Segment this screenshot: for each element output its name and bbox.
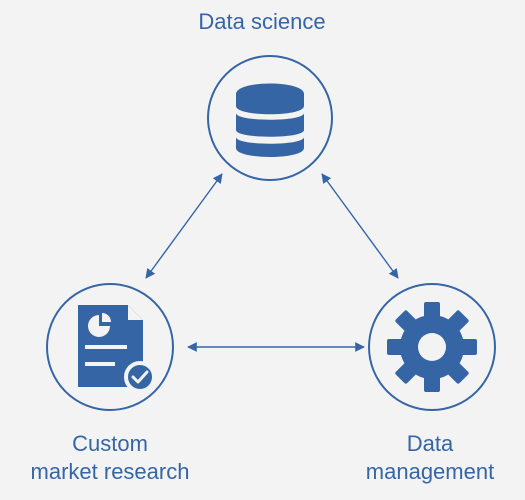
report-document-icon: [78, 305, 156, 393]
node-label-custom-market-research: Custom market research: [0, 430, 240, 486]
node-data-management: [368, 283, 496, 411]
connector-top-left-arrow: [145, 173, 223, 279]
database-icon: [236, 83, 304, 157]
node-data-science: [207, 55, 333, 181]
node-label-custom-line2: market research: [30, 459, 190, 484]
node-label-data-management: Data management: [300, 430, 525, 486]
node-label-data-line1: Data: [406, 431, 454, 456]
node-label-data-line2: management: [365, 459, 495, 484]
node-circle-left: [46, 283, 174, 411]
node-label-data-science-text: Data science: [198, 9, 326, 34]
node-label-custom-line1: Custom: [72, 431, 148, 456]
node-circle-right: [368, 283, 496, 411]
gear-icon: [387, 302, 477, 392]
node-circle-top: [207, 55, 333, 181]
node-custom-market-research: [46, 283, 174, 411]
connector-top-right-arrow: [321, 173, 399, 279]
node-label-data-science: Data science: [112, 8, 412, 36]
